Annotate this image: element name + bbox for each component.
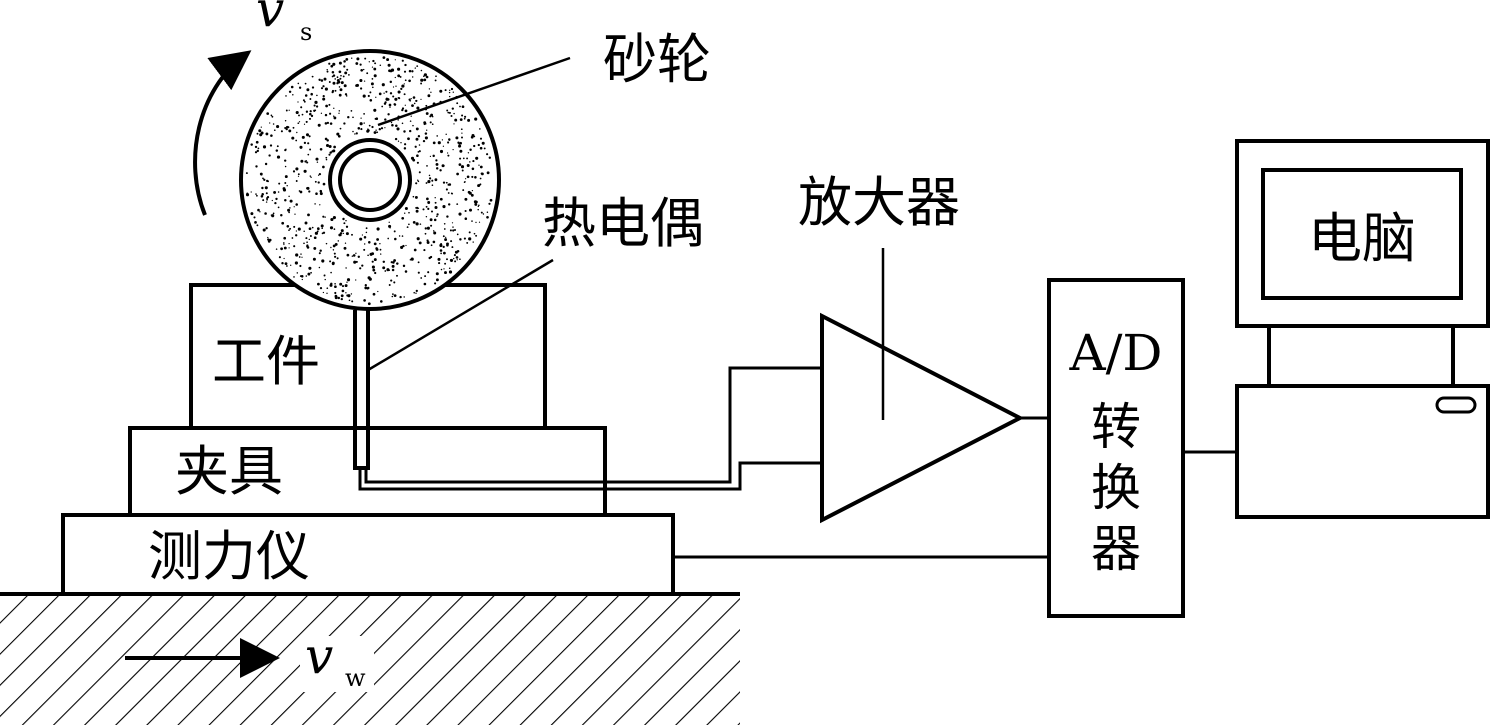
amplifier-triangle xyxy=(820,312,1025,524)
wheel-speed-subscript: s xyxy=(300,18,312,46)
computer-label: 电脑 xyxy=(1308,207,1416,270)
work-speed-subscript: w xyxy=(345,664,366,692)
thermocouple-wires xyxy=(358,366,822,491)
work-speed-label-bg xyxy=(300,636,374,692)
ad-label-line1: A/D xyxy=(1068,324,1162,382)
grinding-wheel-label: 砂轮 xyxy=(603,28,711,91)
dynamometer-block xyxy=(61,513,675,596)
work-speed-symbol: v xyxy=(305,627,333,685)
grinding-wheel xyxy=(239,49,501,311)
fixture-label: 夹具 xyxy=(175,440,283,503)
wheel-grain-texture xyxy=(245,56,493,306)
thermocouple-leader-line xyxy=(367,258,554,372)
wheel-leader-line xyxy=(377,56,571,127)
ad-label-line2: 转 xyxy=(1091,398,1141,456)
dynamometer-label: 测力仪 xyxy=(148,525,310,588)
monitor-screen xyxy=(1261,168,1463,300)
disk-drive-slot xyxy=(1435,396,1477,414)
wheel-rotation-arrow xyxy=(193,50,252,216)
ad-converter-box xyxy=(1047,278,1185,618)
computer xyxy=(1235,139,1490,519)
wheel-speed-symbol: v xyxy=(256,0,284,38)
amplifier-label: 放大器 xyxy=(798,171,960,234)
ad-label-line4: 器 xyxy=(1091,520,1141,578)
thermocouple-label: 热电偶 xyxy=(542,192,704,255)
workpiece-label: 工件 xyxy=(212,330,320,393)
ad-label-line3: 换 xyxy=(1091,459,1141,517)
